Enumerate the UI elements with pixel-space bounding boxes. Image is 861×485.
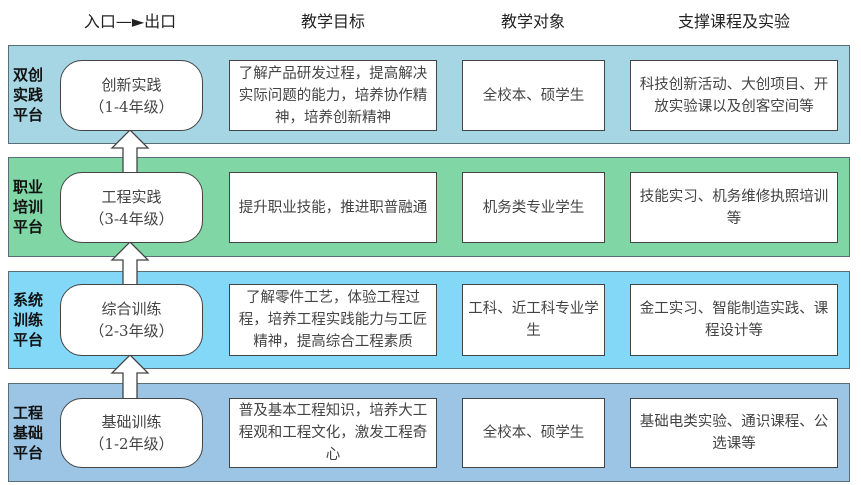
up-arrow-icon	[110, 355, 150, 399]
goal-text: 提升职业技能，推进职普融通	[238, 199, 428, 216]
goal-cell: 提升职业技能，推进职普融通	[229, 172, 437, 243]
goal-text: 普及基本工程知识，培养大工程观和工程文化，激发工程奇心	[238, 403, 428, 463]
stage-box: 基础训练 （1-2年级）	[60, 398, 203, 468]
platform-name-line: 双创	[12, 65, 43, 84]
audience-cell: 工科、近工科专业学生	[462, 284, 605, 356]
stage-grade: （1-2年级）	[89, 435, 174, 453]
goal-cell: 了解产品研发过程，提高解决实际问题的能力，培养协作精神，培养创新精神	[229, 60, 437, 131]
goal-cell: 了解零件工艺，体验工程过程，培养工程实践能力与工匠精神，提高综合工程素质	[229, 284, 437, 356]
platform-name-line: 基础	[12, 423, 43, 442]
audience-cell: 全校本、硕学生	[462, 398, 605, 468]
audience-text: 全校本、硕学生	[482, 87, 585, 104]
audience-text: 机务类专业学生	[482, 199, 585, 216]
platform-name: 系统训练平台	[10, 290, 46, 350]
up-arrow-icon	[110, 242, 150, 285]
up-arrow-icon	[110, 130, 150, 173]
support-cell: 技能实习、机务维修执照培训等	[630, 172, 838, 243]
stage-name: 综合训练	[101, 300, 162, 318]
platform-name-line: 职业	[12, 178, 43, 196]
platform-name-line: 培训	[12, 198, 43, 216]
support-text: 科技创新活动、大创项目、开放实验课以及创客空间等	[639, 76, 829, 115]
stage-grade: （2-3年级）	[89, 322, 174, 340]
platform-name-line: 平台	[12, 443, 43, 462]
platform-name: 工程基础平台	[10, 403, 46, 463]
stage-name: 基础训练	[101, 413, 162, 431]
audience-text: 全校本、硕学生	[482, 425, 585, 441]
support-cell: 基础电类实验、通识课程、公选课等	[630, 398, 838, 468]
support-text: 基础电类实验、通识课程、公选课等	[639, 414, 829, 452]
stage-box: 综合训练 （2-3年级）	[60, 284, 203, 356]
stage-grade: （3-4年级）	[89, 209, 174, 228]
stage-box: 工程实践 （3-4年级）	[60, 172, 203, 243]
platform-name: 双创实践平台	[10, 65, 46, 125]
support-text: 金工实习、智能制造实践、课程设计等	[639, 301, 829, 339]
stage-name: 工程实践	[101, 187, 162, 206]
audience-cell: 机务类专业学生	[462, 172, 605, 243]
audience-text: 工科、近工科专业学生	[468, 301, 599, 339]
platform-name-line: 平台	[12, 105, 43, 124]
platform-name-line: 平台	[12, 218, 43, 236]
goal-text: 了解零件工艺，体验工程过程，培养工程实践能力与工匠精神，提高综合工程素质	[238, 290, 428, 350]
header-support: 支撑课程及实验	[677, 12, 790, 31]
support-cell: 金工实习、智能制造实践、课程设计等	[630, 284, 838, 356]
goal-text: 了解产品研发过程，提高解决实际问题的能力，培养协作精神，培养创新精神	[238, 65, 428, 126]
platform-name-line: 训练	[12, 311, 43, 329]
platform-name-line: 系统	[12, 291, 43, 309]
stage-grade: （1-4年级）	[89, 97, 174, 116]
platform-name: 职业培训平台	[10, 177, 46, 237]
header-flow: 入口—►出口	[83, 12, 177, 31]
stage-name: 创新实践	[101, 75, 162, 94]
platform-name-line: 实践	[12, 85, 43, 104]
support-cell: 科技创新活动、大创项目、开放实验课以及创客空间等	[630, 60, 838, 131]
header-goal: 教学目标	[300, 12, 365, 31]
header-audience: 教学对象	[500, 12, 565, 31]
audience-cell: 全校本、硕学生	[462, 60, 605, 131]
goal-cell: 普及基本工程知识，培养大工程观和工程文化，激发工程奇心	[229, 398, 437, 468]
platform-name-line: 工程	[12, 403, 43, 422]
support-text: 技能实习、机务维修执照培训等	[639, 188, 829, 227]
stage-box: 创新实践 （1-4年级）	[60, 60, 203, 131]
platform-name-line: 平台	[12, 331, 43, 349]
